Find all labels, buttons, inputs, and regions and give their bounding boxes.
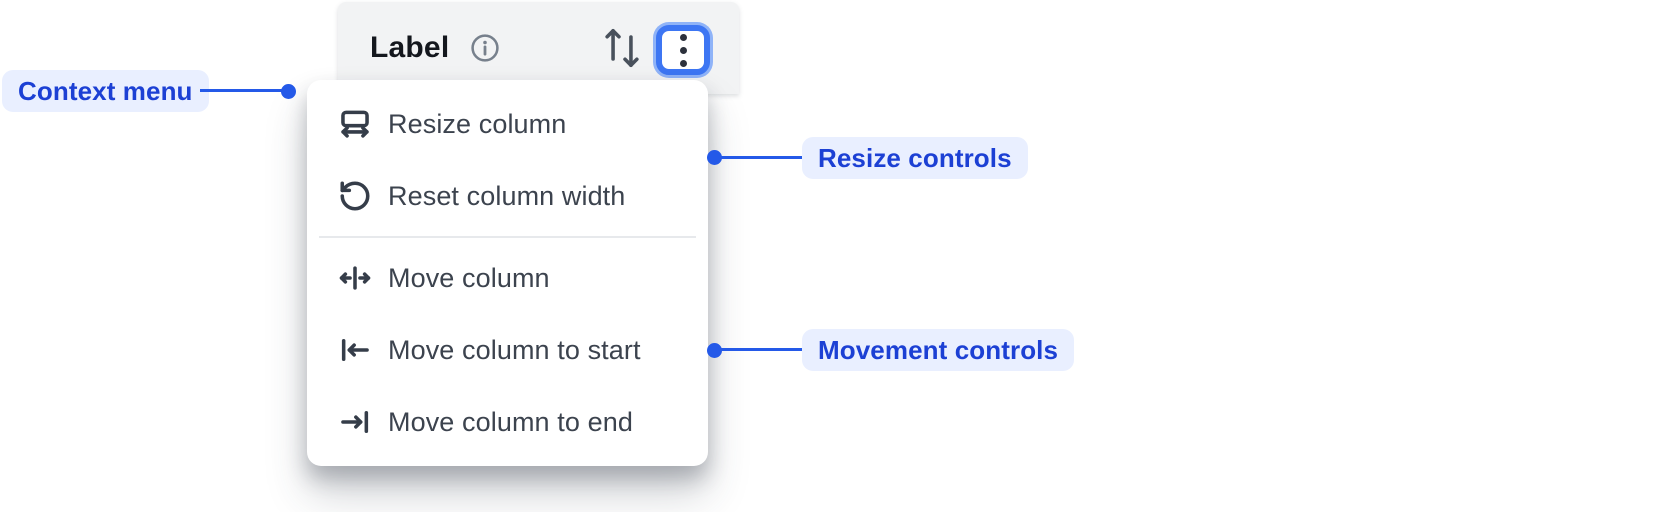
- menu-item-resize-column[interactable]: Resize column: [307, 88, 708, 160]
- move-column-to-start-icon: [338, 333, 372, 367]
- menu-item-label: Move column to end: [388, 406, 633, 437]
- menu-divider: [319, 236, 696, 238]
- annotation-dot: [707, 150, 722, 165]
- column-title: Label: [370, 31, 450, 64]
- kebab-menu-icon: [679, 33, 687, 41]
- menu-item-reset-column-width[interactable]: Reset column width: [307, 160, 708, 232]
- menu-item-label: Move column to start: [388, 334, 641, 365]
- annotation-connector-line: [200, 89, 288, 92]
- column-header: Label: [338, 2, 739, 94]
- menu-item-label: Move column: [388, 262, 550, 293]
- move-column-to-end-icon: [338, 405, 372, 439]
- reset-column-width-icon: [338, 179, 372, 213]
- resize-column-icon: [338, 107, 372, 141]
- move-column-icon: [338, 261, 372, 295]
- sort-arrows-icon: [605, 29, 639, 67]
- menu-item-label: Reset column width: [388, 180, 626, 211]
- menu-item-move-column-to-end[interactable]: Move column to end: [307, 386, 708, 458]
- info-icon[interactable]: [469, 32, 501, 64]
- annotation-dot: [707, 343, 722, 358]
- column-context-menu: Resize column Reset column width Move co…: [307, 80, 708, 466]
- column-menu-button[interactable]: [656, 25, 710, 75]
- menu-item-label: Resize column: [388, 108, 567, 139]
- menu-item-move-column-to-start[interactable]: Move column to start: [307, 314, 708, 386]
- annotation-dot: [281, 84, 296, 99]
- annotation-movement-controls: Movement controls: [802, 329, 1075, 371]
- sort-button[interactable]: [604, 26, 640, 70]
- menu-item-move-column[interactable]: Move column: [307, 242, 708, 314]
- annotation-connector-line: [714, 348, 802, 351]
- annotation-context-menu: Context menu: [2, 70, 209, 112]
- annotation-connector-line: [714, 156, 802, 159]
- annotation-resize-controls: Resize controls: [802, 137, 1028, 179]
